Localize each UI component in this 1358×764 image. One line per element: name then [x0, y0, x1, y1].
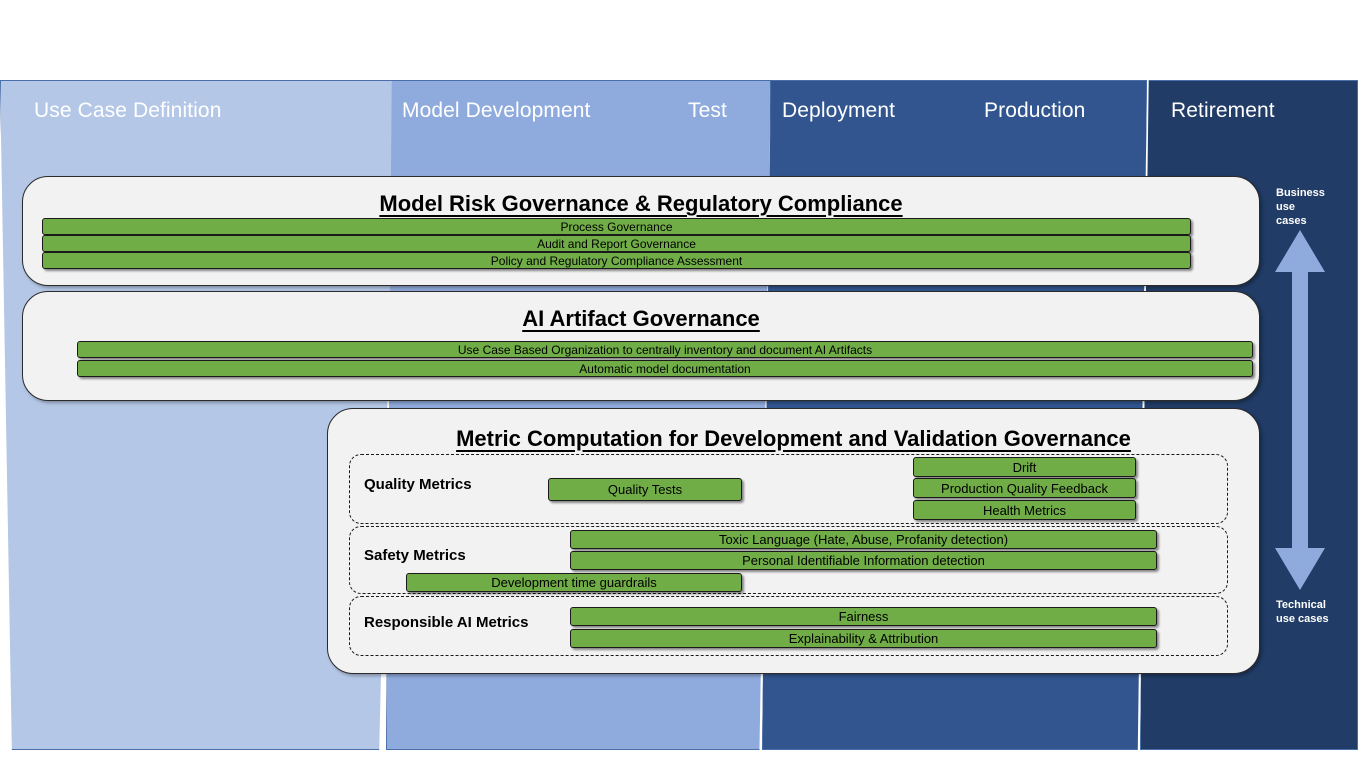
capability-bar[interactable]: Fairness — [570, 607, 1157, 626]
capability-bar[interactable]: Drift — [913, 457, 1136, 477]
capability-bar[interactable]: Toxic Language (Hate, Abuse, Profanity d… — [570, 530, 1157, 549]
capability-bar[interactable]: Production Quality Feedback — [913, 478, 1136, 498]
phase-label: Model Development — [402, 99, 591, 122]
phase-label: Retirement — [1171, 99, 1275, 122]
metric-group-label: Quality Metrics — [364, 476, 472, 493]
capability-bar[interactable]: Personal Identifiable Information detect… — [570, 551, 1157, 570]
capability-bar[interactable]: Explainability & Attribution — [570, 629, 1157, 648]
capability-bar[interactable]: Policy and Regulatory Compliance Assessm… — [42, 252, 1191, 269]
axis-top-line-3: cases — [1276, 215, 1307, 227]
metric-group-safety: Safety Metrics Toxic Language (Hate, Abu… — [349, 526, 1228, 594]
axis-top-label: Business use cases — [1276, 186, 1346, 228]
capability-bar[interactable]: Health Metrics — [913, 500, 1136, 520]
axis-bottom-label: Technical use cases — [1276, 598, 1346, 626]
metric-group-responsible-ai: Responsible AI Metrics Fairness Explaina… — [349, 596, 1228, 656]
card-ai-artifact-governance[interactable]: AI Artifact Governance Use Case Based Or… — [22, 291, 1260, 401]
capability-bar[interactable]: Use Case Based Organization to centrally… — [77, 341, 1253, 358]
card-title: AI Artifact Governance — [522, 306, 760, 331]
maturity-axis: Business use cases Technical use cases — [1262, 180, 1358, 650]
capability-bar[interactable]: Automatic model documentation — [77, 360, 1253, 377]
metric-group-label: Responsible AI Metrics — [364, 614, 529, 631]
card-model-risk-governance[interactable]: Model Risk Governance & Regulatory Compl… — [22, 176, 1260, 286]
capability-bar[interactable]: Process Governance — [42, 218, 1191, 235]
phase-label: Use Case Definition — [34, 99, 222, 122]
card-title: Model Risk Governance & Regulatory Compl… — [379, 191, 903, 216]
metric-group-quality: Quality Metrics Quality Tests Drift Prod… — [349, 454, 1228, 524]
phase-label-test: Test — [688, 99, 727, 122]
capability-bar[interactable]: Audit and Report Governance — [42, 235, 1191, 252]
axis-top-line-1: Business — [1276, 187, 1325, 199]
double-headed-arrow-icon — [1275, 230, 1325, 590]
card-title: Metric Computation for Development and V… — [456, 426, 1131, 451]
card-metric-computation[interactable]: Metric Computation for Development and V… — [327, 408, 1260, 674]
phase-label-production: Production — [984, 99, 1086, 122]
metric-group-label: Safety Metrics — [364, 547, 466, 564]
phase-label: Deployment — [782, 99, 896, 122]
capability-bar[interactable]: Quality Tests — [548, 478, 742, 501]
axis-top-line-2: use — [1276, 201, 1295, 213]
axis-bottom-line-1: Technical — [1276, 599, 1326, 611]
axis-bottom-line-2: use cases — [1276, 613, 1329, 625]
capability-bar[interactable]: Development time guardrails — [406, 573, 742, 592]
